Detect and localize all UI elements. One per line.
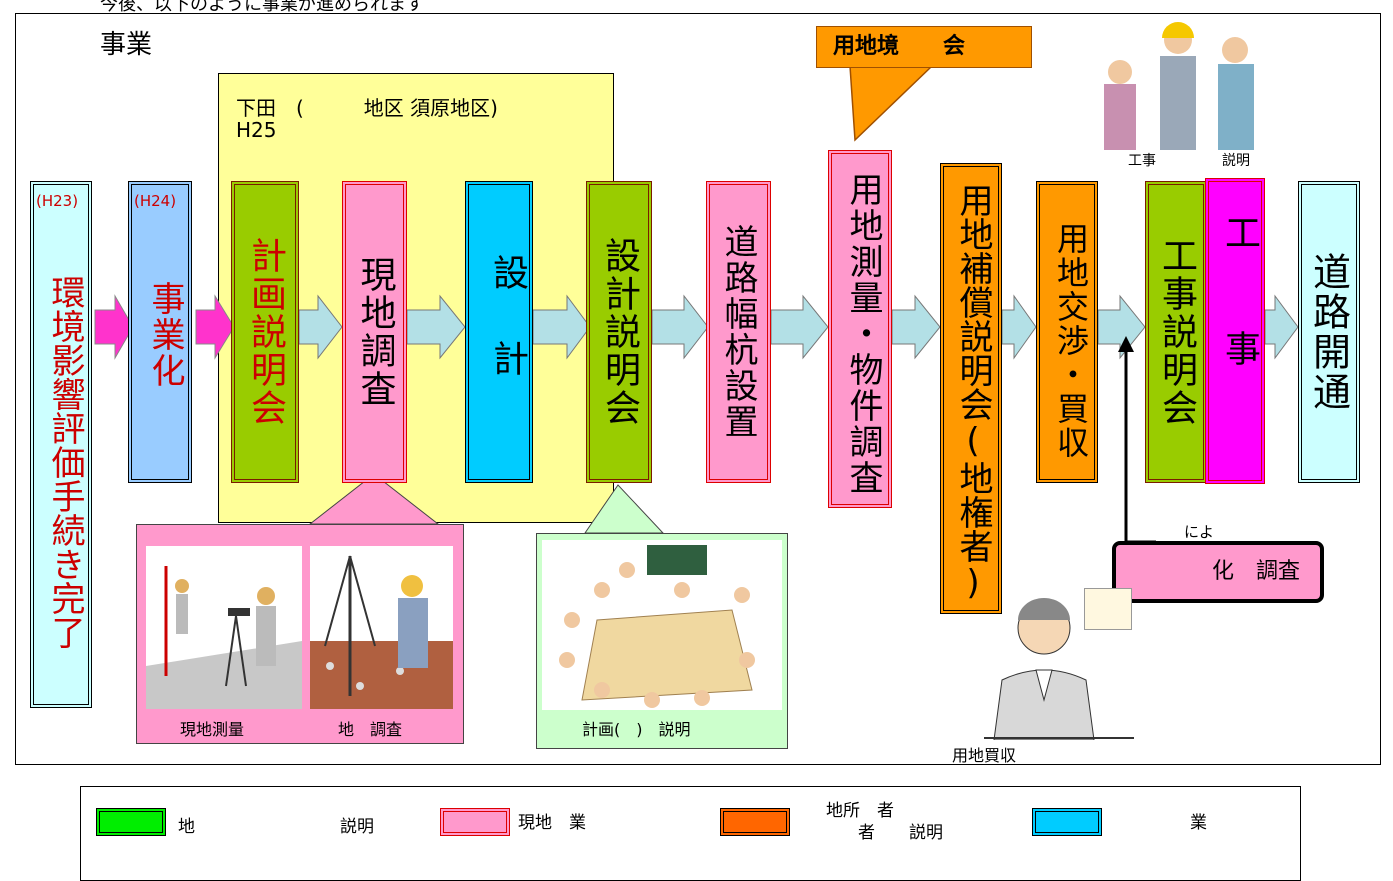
arrow-11 <box>1264 294 1299 360</box>
legend-swatch-orange <box>720 808 790 836</box>
arrow-1 <box>94 294 134 360</box>
caption-keikaku-setsumei: 計画( ) 説明 <box>582 720 691 739</box>
caption-genchi-sokuryo: 現地測量 <box>180 720 245 739</box>
up-arrow-head <box>1118 336 1134 352</box>
caption-setsumei: 説明 <box>1222 153 1250 169</box>
arrow-10 <box>1097 294 1146 360</box>
diagram-frame <box>15 13 1381 765</box>
env-year: (H23) <box>36 192 79 210</box>
header-cut-text: 今後、以下のように事業が進められます <box>100 0 424 15</box>
step-koji-setsumei: 工事説明会 <box>1145 181 1207 483</box>
step-yochi-sokuryo: 用地測量・物件調査 <box>828 150 892 508</box>
arrow-5 <box>532 294 591 360</box>
step-yochi-kosho: 用地交渉・買収 <box>1036 181 1098 483</box>
koji-label: 工事 <box>1219 214 1260 446</box>
caption-yochi-baishu: 用地買収 <box>952 746 1017 765</box>
box-jika-chosa: 化 調査 <box>1112 541 1324 603</box>
meeting-image <box>559 545 755 708</box>
certificate-icon <box>1084 588 1132 630</box>
step-doro-kaitsu: 道路開通 <box>1298 181 1360 483</box>
step-sekkei-setsumei: 設計説明会 <box>586 181 652 483</box>
official-image <box>984 598 1134 741</box>
step-koji <box>1205 178 1265 484</box>
legend-label-blue: 業 <box>1190 813 1207 833</box>
page-title: 事業 <box>100 30 153 60</box>
legend-label-green-a: 地 <box>178 817 195 837</box>
green-callout-tail <box>584 484 665 534</box>
caption-chishitsu: 地 調査 <box>338 720 403 739</box>
legend-label-orange-a: 地所 者 <box>826 801 894 821</box>
step-keikaku-setsumei: 計画説明会 <box>231 181 299 483</box>
yochi-callout-tail <box>849 65 934 142</box>
step-hosho-setsumei: 用地補償説明会(地権者) <box>940 163 1002 614</box>
area-year: H25 <box>236 118 277 142</box>
official-illustration <box>984 590 1134 741</box>
legend-label-green-b: 説明 <box>340 817 374 837</box>
jigyoka-year: (H24) <box>134 192 177 210</box>
legend-swatch-pink <box>440 808 510 836</box>
arrow-8 <box>891 294 941 360</box>
step-env-assessment <box>30 181 92 708</box>
arrow-3 <box>298 294 343 360</box>
survey-illustration <box>146 546 302 709</box>
legend-label-pink: 現地 業 <box>518 813 586 833</box>
legend-label-orange-b: 者 説明 <box>858 823 943 843</box>
arrow-2 <box>195 294 235 360</box>
step-genchi-chosa: 現地調査 <box>342 181 407 483</box>
boring-illustration <box>310 546 453 709</box>
workers-image <box>1104 22 1254 150</box>
surveyor-image <box>146 566 302 709</box>
step-sekkei <box>465 181 533 483</box>
meeting-illustration <box>542 540 782 710</box>
caption-koji: 工事 <box>1128 153 1156 169</box>
step-kui-setchi: 道路幅杭設置 <box>706 181 771 483</box>
legend-swatch-green <box>96 808 166 836</box>
sekkei-label: 設計 <box>487 254 528 426</box>
legend-swatch-blue <box>1032 808 1102 836</box>
arrow-6 <box>651 294 709 360</box>
arrow-4 <box>406 294 466 360</box>
boring-image <box>310 555 453 709</box>
jigyoka-label: 事業化 <box>145 281 185 389</box>
workers-illustration <box>1090 12 1290 150</box>
arrow-9 <box>1001 294 1037 360</box>
area-label: 下田 ( 地区 須原地区) <box>236 96 498 120</box>
caption-niyo: によ <box>1184 523 1215 541</box>
callout-yochi-kyokai: 用地境 会 <box>816 26 1032 68</box>
env-label: 環境影響評価手続き完了 <box>45 275 85 649</box>
step-jigyoka <box>128 181 192 483</box>
arrow-7 <box>770 294 829 360</box>
legend <box>80 786 1301 881</box>
